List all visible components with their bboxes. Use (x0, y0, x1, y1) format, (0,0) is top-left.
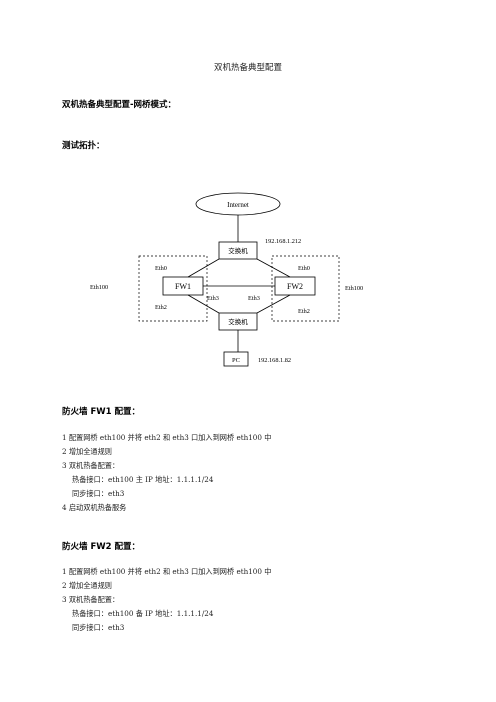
document-title: 双机热备典型配置 (213, 63, 282, 73)
fw2-line-4: 热备接口：eth100 备 IP 地址：1.1.1.1/24 (72, 609, 214, 618)
fw2-eth0-label: Eth0 (298, 265, 310, 272)
switch-top (218, 241, 258, 260)
fw2-bridge-group (271, 255, 340, 322)
fw1-line-2: 2 增加全通规则 (62, 447, 112, 456)
fw2-line-1: 1 配置网桥 eth100 并将 eth2 和 eth3 口加入到网桥 eth1… (62, 567, 272, 576)
fw2-heading: 防火墙 FW2 配置： (62, 542, 141, 552)
fw1-bridge-group (138, 255, 208, 322)
internet-label: Internet (227, 201, 249, 209)
switch-top-label: 交换机 (228, 246, 248, 255)
link-switchtop-fw1 (187, 258, 220, 278)
fw2-line-3: 3 双机热备配置： (62, 595, 120, 604)
link-switchtop-fw2 (256, 258, 291, 278)
ip-pc-label: 192.168.1.82 (258, 357, 291, 364)
fw1-eth0-label: Eth0 (155, 265, 167, 272)
fw1-line-3: 3 双机热备配置： (62, 461, 120, 470)
fw1-line-4: 热备接口：eth100 主 IP 地址：1.1.1.1/24 (72, 475, 214, 484)
pc-box (223, 351, 249, 367)
fw1-heading: 防火墙 FW1 配置： (62, 407, 141, 417)
fw1-eth3-label: Eth3 (207, 295, 219, 302)
fw1-line-5: 同步接口：eth3 (72, 489, 125, 498)
fw1-line-1: 1 配置网桥 eth100 并将 eth2 和 eth3 口加入到网桥 eth1… (62, 433, 272, 442)
link-fw2-switchbottom (256, 294, 291, 314)
fw2-eth3-label: Eth3 (248, 295, 260, 302)
fw2-line-5: 同步接口：eth3 (72, 623, 125, 632)
switch-bottom-label: 交换机 (228, 317, 248, 326)
fw1-eth2-label: Eth2 (155, 304, 167, 311)
fw1-label: FW1 (175, 282, 191, 291)
left-eth100-label: Eth100 (90, 284, 108, 291)
ip-top-label: 192.168.1.212 (265, 238, 301, 245)
link-fw1-switchbottom (187, 294, 220, 314)
fw2-line-2: 2 增加全通规则 (62, 581, 112, 590)
fw1-line-6: 4 启动双机热备服务 (62, 503, 127, 512)
section-title: 双机热备典型配置-网桥模式： (62, 100, 177, 110)
right-eth100-label: Eth100 (345, 285, 363, 292)
pc-label: PC (232, 357, 240, 364)
fw2-label: FW2 (287, 282, 303, 291)
fw2-eth2-label: Eth2 (298, 308, 310, 315)
topology-label: 测试拓扑： (62, 141, 105, 151)
